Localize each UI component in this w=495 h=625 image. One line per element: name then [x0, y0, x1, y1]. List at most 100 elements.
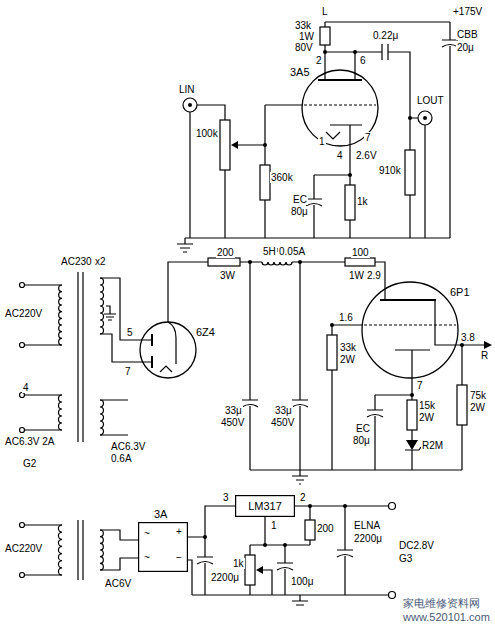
transformer-winding: [58, 525, 62, 575]
resistor-symbol: [208, 258, 240, 266]
component-label: 2.9: [366, 270, 382, 281]
wire: [332, 325, 462, 470]
capacitor-symbol: [242, 262, 308, 470]
potentiometer-symbol: [220, 120, 230, 170]
tube-type: 3A5: [290, 66, 310, 79]
terminal: [20, 393, 25, 398]
resistor-symbol: [208, 258, 240, 266]
component-label: 3: [222, 492, 230, 503]
potentiometer-symbol: [231, 141, 238, 149]
tube-outline: [302, 70, 378, 146]
capacitor-symbol: [197, 550, 353, 570]
junction-dot: [283, 543, 287, 547]
component-label: 15k: [418, 400, 436, 411]
junction-dot: [460, 343, 464, 347]
component-label: 5H: [262, 246, 277, 257]
component-label: AC6.3V 2A: [4, 436, 55, 447]
transformer-winding: [100, 278, 104, 334]
terminal: [20, 428, 25, 433]
terminal: [20, 283, 25, 288]
component-label: 80μ: [290, 206, 309, 217]
component-label: 100: [351, 247, 370, 258]
component-label: 200: [216, 247, 235, 258]
wire: [25, 278, 142, 435]
capacitor-symbol: [382, 44, 388, 60]
component-label: 1.6: [338, 312, 354, 323]
tube-type: 6Z4: [196, 326, 215, 339]
component-label: 7: [364, 132, 372, 143]
junction-dot: [330, 323, 334, 327]
component-label: 20μ: [456, 42, 475, 53]
component-label: AC220V: [4, 543, 43, 554]
jack-symbol: [183, 98, 197, 112]
terminal: [389, 503, 396, 510]
component-label: 100μ: [290, 576, 314, 587]
component-label: 4: [336, 150, 344, 161]
component-label: 0.05A: [278, 246, 306, 257]
component-label: 1k: [356, 196, 369, 207]
transformer-core: [78, 272, 83, 580]
tube-electrodes: [395, 300, 486, 395]
resistor-symbol: [305, 520, 315, 540]
tube-electrodes: [484, 341, 492, 349]
junction-dot: [298, 260, 302, 264]
component-label: 0.6A: [110, 453, 133, 464]
component-label: 2W: [469, 402, 486, 413]
ground-rail: [250, 470, 462, 484]
component-label: 80V: [294, 42, 314, 53]
tube-electrodes: [151, 334, 153, 368]
component-label: AC6V: [104, 578, 132, 589]
capacitor-symbol: [442, 22, 458, 238]
choke-symbol: [262, 262, 292, 265]
terminal: [20, 503, 396, 599]
tube-electrodes: [142, 322, 176, 372]
tube-type: 6P1: [450, 286, 470, 299]
part-name: 3A: [154, 508, 167, 521]
component-label: 3.8: [460, 332, 476, 343]
component-label: 3W: [219, 270, 236, 281]
jack-symbol: [423, 116, 427, 120]
potentiometer-symbol: [256, 566, 263, 574]
resistor-symbol: [260, 165, 270, 200]
junction-dot: [348, 173, 352, 177]
rail-label: L: [321, 6, 329, 17]
tube-electrodes: [384, 282, 385, 300]
tube-outline: [140, 322, 196, 378]
junction-dot: [263, 543, 267, 547]
zener-symbol: [405, 440, 421, 450]
junction-dot: [343, 504, 347, 508]
ground-rail: [250, 470, 462, 484]
component-label: ~: [143, 552, 151, 563]
tube-electrodes: [304, 104, 376, 105]
transformer-winding: [100, 530, 103, 570]
wire-connector: [168, 262, 385, 322]
junction-dot: [353, 50, 357, 54]
component-label: LOUT: [416, 95, 445, 106]
capacitor-symbol: [367, 410, 383, 417]
tube-electrodes: [380, 299, 436, 301]
component-label: 100k: [195, 128, 219, 139]
component-label: 7: [124, 366, 132, 377]
resistor-symbol: [320, 22, 330, 52]
component-label: 2: [299, 492, 307, 503]
watermark: 家电维修资料网: [402, 597, 481, 609]
wire: [25, 506, 389, 605]
supply-rail: [325, 22, 450, 23]
capacitor-symbol: [367, 410, 383, 417]
component-label: 2W: [339, 354, 356, 365]
capacitor-symbol: [242, 262, 308, 470]
resistor-symbol: [457, 385, 467, 425]
capacitor-symbol: [442, 22, 458, 238]
tube-envelope: 6P1: [362, 282, 470, 378]
voltage-label: +175V: [452, 6, 483, 17]
transformer-winding: [58, 278, 103, 575]
component-label: 33μ: [224, 405, 243, 416]
component-label: AC220V: [4, 308, 43, 319]
wire-connector: [188, 506, 235, 537]
tube-electrodes: [364, 282, 492, 395]
component-label: 2200μ: [353, 533, 383, 544]
resistor-symbol: [345, 258, 375, 266]
junction-dot: [408, 116, 412, 120]
capacitor-symbol: [306, 199, 322, 206]
watermark: www.520101.com: [402, 611, 491, 623]
